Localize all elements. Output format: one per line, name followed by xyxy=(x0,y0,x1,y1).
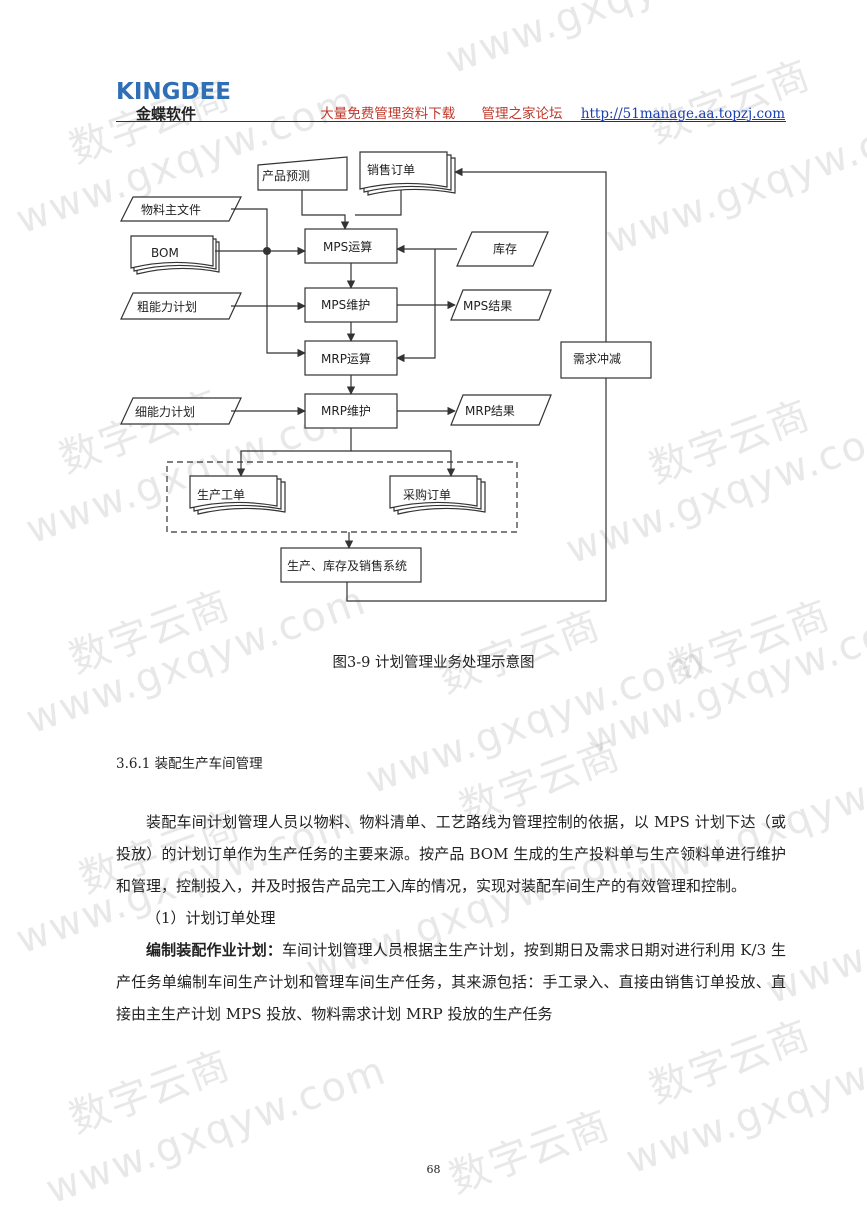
purchase-order-label: 采购订单 xyxy=(403,487,451,502)
fine-capacity-label: 细能力计划 xyxy=(135,405,195,419)
watermark-brand: 数字云商 xyxy=(643,51,818,153)
bold-lead: 编制装配作业计划： xyxy=(146,941,283,959)
sales-order-shape xyxy=(359,151,456,196)
page-number: 68 xyxy=(426,1163,441,1176)
watermark-site: www.gxqyw.com xyxy=(620,1017,867,1184)
mps-result-shape xyxy=(450,289,552,321)
section-title: 3.6.1 装配生产车间管理 xyxy=(116,756,263,772)
paragraph: 编制装配作业计划：车间计划管理人员根据主生产计划，按到期日及需求日期对进行利用 … xyxy=(116,934,786,1030)
junction-dot xyxy=(263,247,271,255)
systems-box xyxy=(280,547,422,583)
figure-caption: 图3-9 计划管理业务处理示意图 xyxy=(332,655,535,671)
product-forecast-shape xyxy=(257,156,348,191)
paragraph-rest: 车间计划管理人员根据主生产计划，按到期日及需求日期对进行利用 K/3 生产任务单… xyxy=(116,941,786,1023)
logo-chinese: 金蝶软件 xyxy=(136,105,197,123)
mps-calc-box xyxy=(304,228,398,264)
production-order-label: 生产工单 xyxy=(197,488,245,502)
product-forecast-label: 产品预测 xyxy=(262,169,310,183)
paragraph: 装配车间计划管理人员以物料、物料清单、工艺路线为管理控制的依据，以 MPS 计划… xyxy=(116,813,786,895)
rough-capacity-label: 粗能力计划 xyxy=(137,300,197,314)
bom-shape xyxy=(130,235,220,275)
mps-result-label: MPS结果 xyxy=(463,299,512,313)
header-divider xyxy=(116,121,786,122)
mrp-result-label: MRP结果 xyxy=(465,404,515,418)
watermark-site: www.gxqyw.com xyxy=(440,0,793,84)
watermark-brand: 数字云商 xyxy=(643,391,818,493)
systems-label: 生产、库存及销售系统 xyxy=(287,558,407,573)
promo-text: 大量免费管理资料下载 xyxy=(320,106,456,122)
kingdee-logo: KINGDEE 金蝶软件 xyxy=(116,79,232,124)
body-text: 装配车间计划管理人员以物料、物料清单、工艺路线为管理控制的依据，以 MPS 计划… xyxy=(116,806,786,1030)
fine-capacity-shape xyxy=(120,397,242,425)
inventory-shape xyxy=(456,231,549,267)
header-links: 大量免费管理资料下载 管理之家论坛 http://51manage.aa.top… xyxy=(320,102,785,122)
mps-maintain-label: MPS维护 xyxy=(321,298,370,312)
forum-link[interactable]: http://51manage.aa.topzj.com xyxy=(580,106,785,122)
material-master-shape xyxy=(120,196,242,222)
mrp-calc-box xyxy=(304,340,398,376)
mrp-maintain-box xyxy=(304,393,398,429)
demand-offset-label: 需求冲减 xyxy=(573,351,621,366)
production-order-shape xyxy=(189,475,286,515)
rough-capacity-shape xyxy=(120,292,242,320)
subheading: （1）计划订单处理 xyxy=(146,909,276,927)
watermark-brand: 数字云商 xyxy=(443,1101,618,1203)
planning-flowchart: 产品预测 销售订单 物料主文件 BOM MPS运算 库存 粗能力计划 MPS维护… xyxy=(120,151,652,602)
demand-offset-box xyxy=(560,341,652,379)
orders-group-frame xyxy=(166,461,518,533)
mrp-calc-label: MRP运算 xyxy=(321,351,371,366)
bom-label: BOM xyxy=(151,246,179,260)
sales-order-label: 销售订单 xyxy=(367,162,415,177)
watermark-brand: 数字云商 xyxy=(663,591,838,693)
forum-text: 管理之家论坛 xyxy=(481,106,563,122)
material-master-label: 物料主文件 xyxy=(141,202,201,217)
watermark-site: www.gxqyw.com xyxy=(40,1047,393,1214)
mps-calc-label: MPS运算 xyxy=(323,239,372,254)
watermark-brand: 数字云商 xyxy=(63,1041,238,1143)
purchase-order-shape xyxy=(389,475,486,515)
inventory-label: 库存 xyxy=(493,241,517,256)
logo-wordmark: KINGDEE xyxy=(116,79,232,105)
mrp-maintain-label: MRP维护 xyxy=(321,404,371,418)
watermark-site: www.gxqyw.com xyxy=(580,597,867,764)
